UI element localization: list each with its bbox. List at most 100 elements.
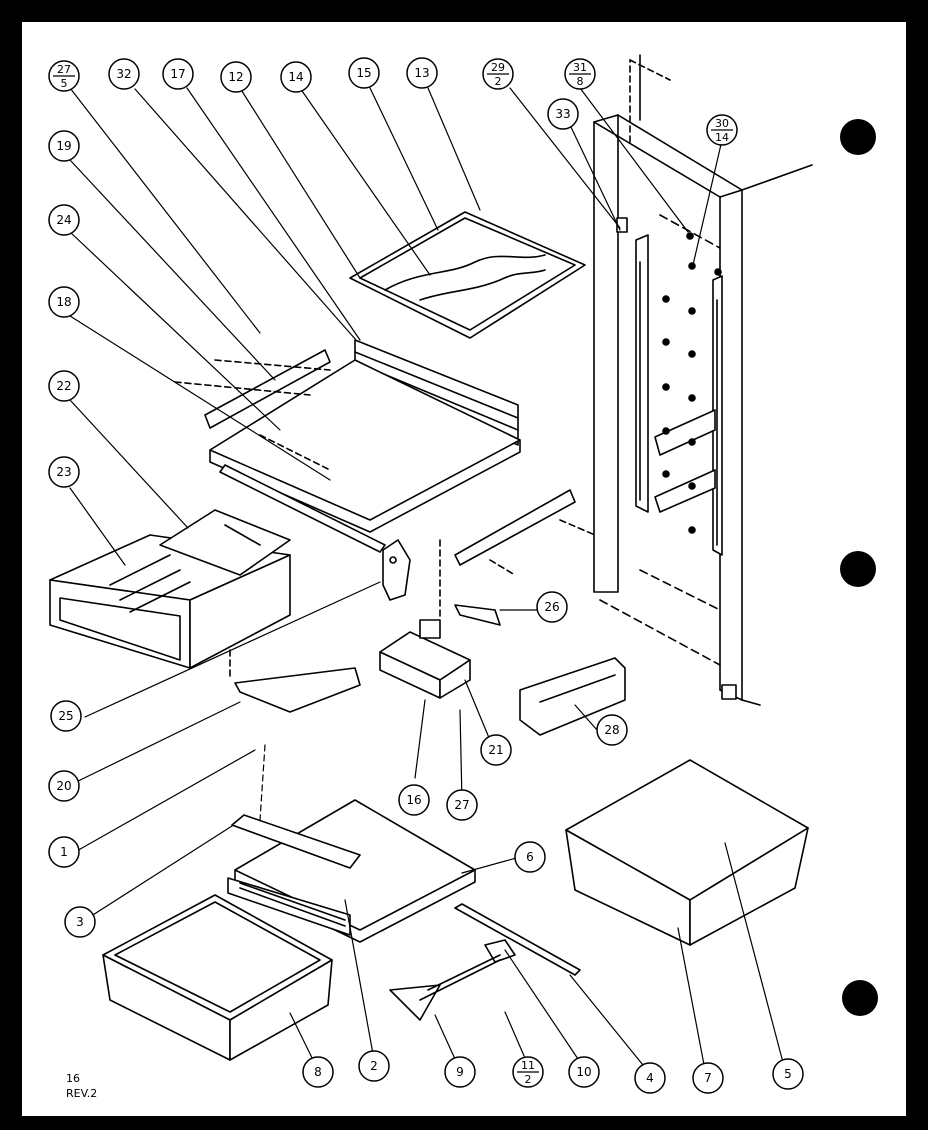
scoop-part-9 bbox=[389, 954, 501, 1021]
cover-part-28 bbox=[519, 657, 626, 736]
callout-circle bbox=[547, 98, 579, 130]
callout-circle bbox=[596, 714, 628, 746]
callout-number: 27 bbox=[454, 798, 469, 812]
shelf-brackets bbox=[174, 349, 596, 576]
callout-number: 30 bbox=[715, 117, 729, 130]
callout-circle bbox=[48, 204, 80, 236]
binder-hole-top bbox=[840, 119, 876, 155]
crisper-pan bbox=[102, 894, 333, 1061]
callout-c26: 26 bbox=[536, 591, 568, 623]
callout-number: 8 bbox=[314, 1065, 322, 1079]
callout-number: 6 bbox=[526, 850, 534, 864]
callout-circle bbox=[536, 591, 568, 623]
callout-number: 26 bbox=[544, 600, 559, 614]
callout-c23: 23 bbox=[48, 456, 80, 488]
callout-c13: 13 bbox=[406, 57, 438, 89]
callout-quantity: 14 bbox=[715, 131, 729, 144]
callout-number: 28 bbox=[604, 723, 619, 737]
callout-c16: 16 bbox=[398, 784, 430, 816]
callout-c31-8: 318 bbox=[564, 58, 596, 90]
callout-c17: 17 bbox=[162, 58, 194, 90]
callout-number: 15 bbox=[356, 66, 371, 80]
callout-number: 10 bbox=[576, 1065, 591, 1079]
callout-c14: 14 bbox=[280, 61, 312, 93]
callout-circle bbox=[220, 61, 252, 93]
callout-c6: 6 bbox=[514, 841, 546, 873]
callout-c7: 7 bbox=[692, 1062, 724, 1094]
callout-c24: 24 bbox=[48, 204, 80, 236]
callout-number: 7 bbox=[704, 1071, 712, 1085]
callout-c20: 20 bbox=[48, 770, 80, 802]
callout-number: 33 bbox=[555, 107, 570, 121]
callout-c22: 22 bbox=[48, 370, 80, 402]
callout-circle bbox=[692, 1062, 724, 1094]
callout-c15: 15 bbox=[348, 57, 380, 89]
callout-c8: 8 bbox=[302, 1056, 334, 1088]
callout-circle bbox=[634, 1062, 666, 1094]
callout-quantity: 2 bbox=[495, 75, 502, 88]
callout-number: 31 bbox=[573, 61, 587, 74]
meat-keeper-drawer bbox=[49, 509, 291, 669]
callout-number: 12 bbox=[228, 70, 243, 84]
callout-circle bbox=[444, 1056, 476, 1088]
callout-circle bbox=[348, 57, 380, 89]
binder-hole-middle bbox=[840, 551, 876, 587]
callout-circle bbox=[48, 770, 80, 802]
leader-lines bbox=[69, 87, 786, 1071]
callout-c9: 9 bbox=[444, 1056, 476, 1088]
callout-number: 14 bbox=[288, 70, 303, 84]
control-housing bbox=[379, 539, 471, 699]
callout-circle bbox=[162, 58, 194, 90]
callout-circle bbox=[358, 1050, 390, 1082]
bracket-part-10 bbox=[484, 939, 516, 963]
callout-number: 19 bbox=[56, 139, 71, 153]
callout-circle bbox=[48, 456, 80, 488]
callout-c1: 1 bbox=[48, 836, 80, 868]
callout-c28: 28 bbox=[596, 714, 628, 746]
callout-number: 13 bbox=[414, 66, 429, 80]
callout-number: 16 bbox=[406, 793, 421, 807]
callout-c27-5: 275 bbox=[48, 60, 80, 92]
callout-circle bbox=[48, 370, 80, 402]
bracket-part-20 bbox=[229, 649, 361, 713]
callout-number: 22 bbox=[56, 379, 71, 393]
callout-c32: 32 bbox=[108, 58, 140, 90]
right-drawer bbox=[565, 759, 809, 946]
page-number: 16 bbox=[66, 1072, 80, 1085]
callout-circle bbox=[280, 61, 312, 93]
top-glass-shelf bbox=[349, 211, 586, 339]
callout-quantity: 2 bbox=[525, 1073, 532, 1086]
callout-number: 18 bbox=[56, 295, 71, 309]
callout-quantity: 5 bbox=[61, 77, 68, 90]
callout-circle bbox=[48, 286, 80, 318]
callout-number: 24 bbox=[56, 213, 71, 227]
callout-number: 3 bbox=[76, 915, 84, 929]
callout-c11-2: 112 bbox=[512, 1056, 544, 1088]
callout-number: 4 bbox=[646, 1071, 654, 1085]
callout-c27: 27 bbox=[446, 789, 478, 821]
callout-number: 11 bbox=[521, 1059, 535, 1072]
callout-circle bbox=[48, 836, 80, 868]
divider-part-3 bbox=[231, 814, 361, 869]
callout-circle bbox=[398, 784, 430, 816]
callout-c19: 19 bbox=[48, 130, 80, 162]
callout-number: 20 bbox=[56, 779, 71, 793]
callout-circle bbox=[302, 1056, 334, 1088]
bracket-part-25 bbox=[382, 539, 411, 601]
crisper-cover bbox=[227, 799, 476, 943]
callout-number: 21 bbox=[488, 743, 503, 757]
binder-hole-bottom bbox=[842, 980, 878, 1016]
callout-circle bbox=[514, 841, 546, 873]
callout-circle bbox=[568, 1056, 600, 1088]
callout-c3: 3 bbox=[64, 906, 96, 938]
callout-circle bbox=[50, 700, 82, 732]
callout-number: 25 bbox=[58, 709, 73, 723]
callout-circle bbox=[406, 57, 438, 89]
cabinet-liner bbox=[593, 54, 813, 706]
callout-c2: 2 bbox=[358, 1050, 390, 1082]
callout-number: 29 bbox=[491, 61, 505, 74]
revision-label: REV.2 bbox=[66, 1087, 97, 1100]
callout-circle bbox=[48, 130, 80, 162]
